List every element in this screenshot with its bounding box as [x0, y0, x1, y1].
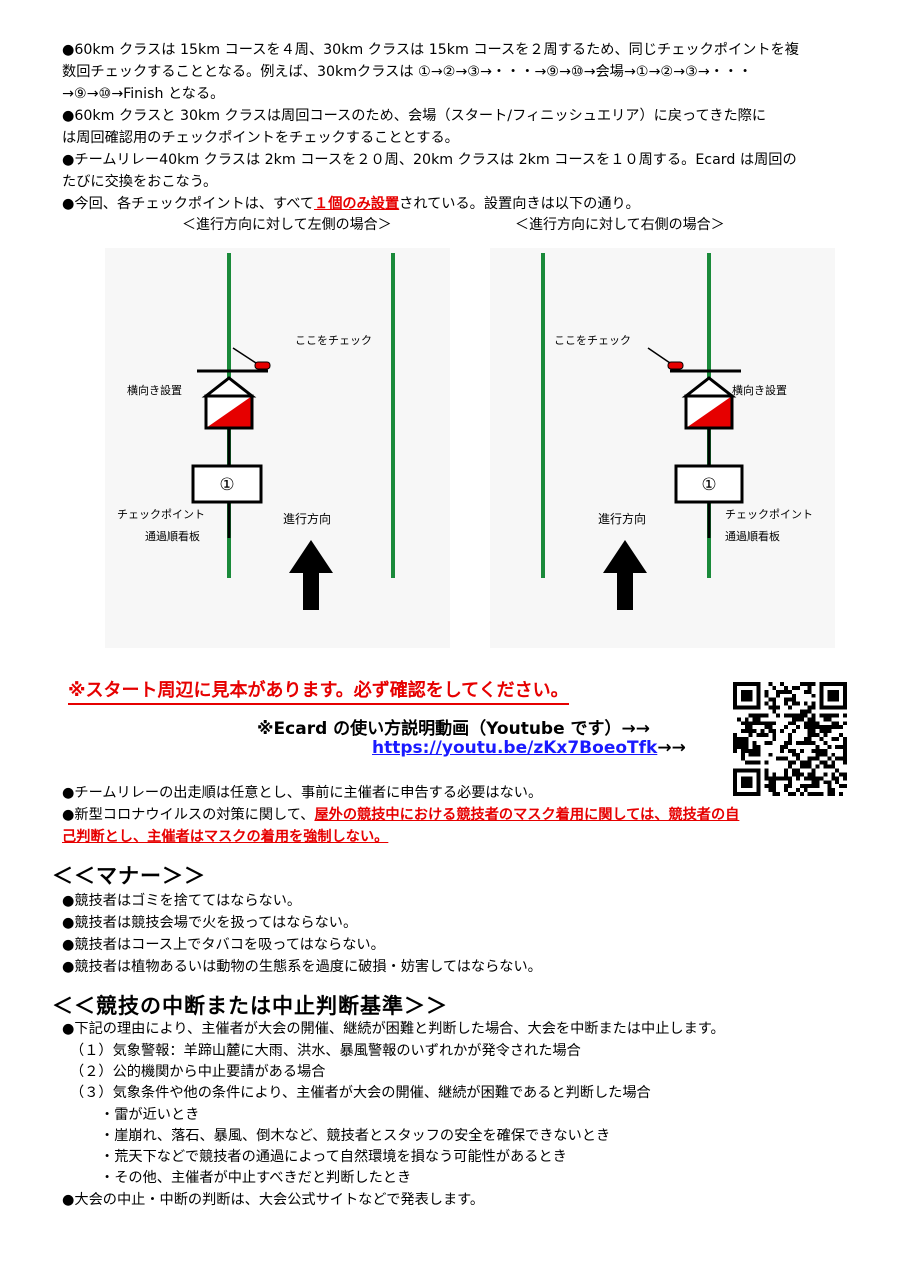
- intro-line: たびに交換をおこなう。: [62, 174, 218, 190]
- suspension-intro: ●下記の理由により、主催者が大会の開催、継続が困難と判断した場合、大会を中断また…: [62, 1021, 725, 1037]
- intro-line: ●チームリレー40km クラスは 2km コースを２０周、20km クラスは 2…: [62, 152, 797, 168]
- covid-note: ●新型コロナウイルスの対策に関して、屋外の競技中における競技者のマスク着用に関し…: [62, 805, 852, 827]
- sample-notice: ※スタート周辺に見本があります。必ず確認をしてください。: [68, 676, 569, 705]
- board-label-1: チェックポイント: [117, 508, 205, 521]
- relay-note: ●チームリレーの出走順は任意とし、事前に主催者に申告する必要はない。: [62, 785, 543, 801]
- manners-heading: ＜＜マナー＞＞: [52, 864, 206, 888]
- manner-item: ●競技者は競技会場で火を扱ってはならない。: [62, 915, 358, 931]
- announcement-note: ●大会の中止・中断の判断は、大会公式サイトなどで発表します。: [62, 1192, 485, 1208]
- order-number: ①: [701, 475, 716, 495]
- manner-item: ●競技者はゴミを捨ててはならない。: [62, 893, 302, 909]
- covid-text: ●新型コロナウイルスの対策に関して、: [62, 807, 315, 823]
- intro-text: されている。設置向きは以下の通り。: [399, 196, 640, 212]
- up-arrow-icon: [289, 540, 333, 610]
- intro-line: →⑨→⑩→Finish となる。: [62, 86, 225, 102]
- suspension-subitem: ・その他、主催者が中止すべきだと判断したとき: [100, 1170, 412, 1186]
- right-diagram-caption: ＜進行方向に対して右側の場合＞: [515, 217, 725, 233]
- suspension-subitem: ・雷が近いとき: [100, 1107, 200, 1123]
- sideways-label: 横向き設置: [732, 383, 787, 397]
- direction-label: 進行方向: [283, 511, 331, 526]
- intro-line: 数回チェックすることとなる。例えば、30kmクラスは ①→②→③→・・・→⑨→⑩…: [62, 64, 753, 80]
- video-label: ※Ecard の使い方説明動画（Youtube です）→→: [257, 719, 651, 739]
- board-label-2: 通過順看板: [725, 529, 780, 543]
- control-flag-icon: [681, 376, 737, 430]
- board-label-1: チェックポイント: [725, 508, 813, 521]
- left-side-diagram: ここをチェック 横向き設置 ① チェックポイント 通過順看板 進行方向: [105, 248, 450, 648]
- intro-line: は周回確認用のチェックポイントをチェックすることとする。: [62, 130, 459, 146]
- suspension-item: （２）公的機関から中止要請がある場合: [70, 1064, 326, 1080]
- covid-emphasis: 屋外の競技中における競技者のマスク着用に関しては、競技者の自: [314, 807, 740, 823]
- video-arrow: →→: [657, 738, 686, 758]
- manner-item: ●競技者は植物あるいは動物の生態系を過度に破損・妨害してはならない。: [62, 959, 542, 975]
- intro-text: ●今回、各チェックポイントは、すべて: [62, 196, 315, 212]
- video-link[interactable]: https://youtu.be/zKx7BoeoTfk: [372, 738, 658, 758]
- left-diagram-caption: ＜進行方向に対して左側の場合＞: [182, 217, 392, 233]
- up-arrow-icon: [603, 540, 647, 610]
- suspension-heading: ＜＜競技の中断または中止判断基準＞＞: [52, 994, 448, 1018]
- order-board: [674, 464, 744, 504]
- qr-code-icon[interactable]: [733, 682, 847, 796]
- intro-line: ●今回、各チェックポイントは、すべて１個のみ設置されている。設置向きは以下の通り…: [62, 194, 852, 216]
- pointer-line: [647, 347, 671, 364]
- covid-emphasis: 己判断とし、主催者はマスクの着用を強制しない。: [62, 829, 389, 845]
- suspension-subitem: ・崖崩れ、落石、暴風、倒木など、競技者とスタッフの安全を確保できないとき: [100, 1128, 611, 1144]
- order-board: [191, 464, 263, 504]
- emphasis-text: １個のみ設置: [314, 196, 400, 212]
- suspension-item: （３）気象条件や他の条件により、主催者が大会の開催、継続が困難であると判断した場…: [70, 1085, 651, 1101]
- right-side-diagram: ここをチェック 横向き設置 ① チェックポイント 通過順看板 進行方向: [490, 248, 835, 648]
- board-label-2: 通過順看板: [145, 529, 200, 543]
- intro-line: ●60km クラスは 15km コースを４周、30km クラスは 15km コー…: [62, 42, 799, 58]
- manner-item: ●競技者はコース上でタバコを吸ってはならない。: [62, 937, 385, 953]
- control-flag-icon: [201, 376, 257, 430]
- punch-icon: [254, 361, 271, 370]
- order-number: ①: [219, 475, 234, 495]
- sideways-label: 横向き設置: [127, 383, 182, 397]
- pointer-line: [232, 347, 257, 364]
- check-here-label: ここをチェック: [554, 334, 631, 347]
- direction-label: 進行方向: [598, 511, 646, 526]
- intro-line: ●60km クラスと 30km クラスは周回コースのため、会場（スタート/フィニ…: [62, 108, 767, 124]
- suspension-item: （１）気象警報：羊蹄山麓に大雨、洪水、暴風警報のいずれかが発令された場合: [70, 1043, 581, 1059]
- suspension-subitem: ・荒天下などで競技者の通過によって自然環境を損なう可能性があるとき: [100, 1149, 567, 1165]
- check-here-label: ここをチェック: [295, 334, 372, 347]
- punch-icon: [667, 361, 684, 370]
